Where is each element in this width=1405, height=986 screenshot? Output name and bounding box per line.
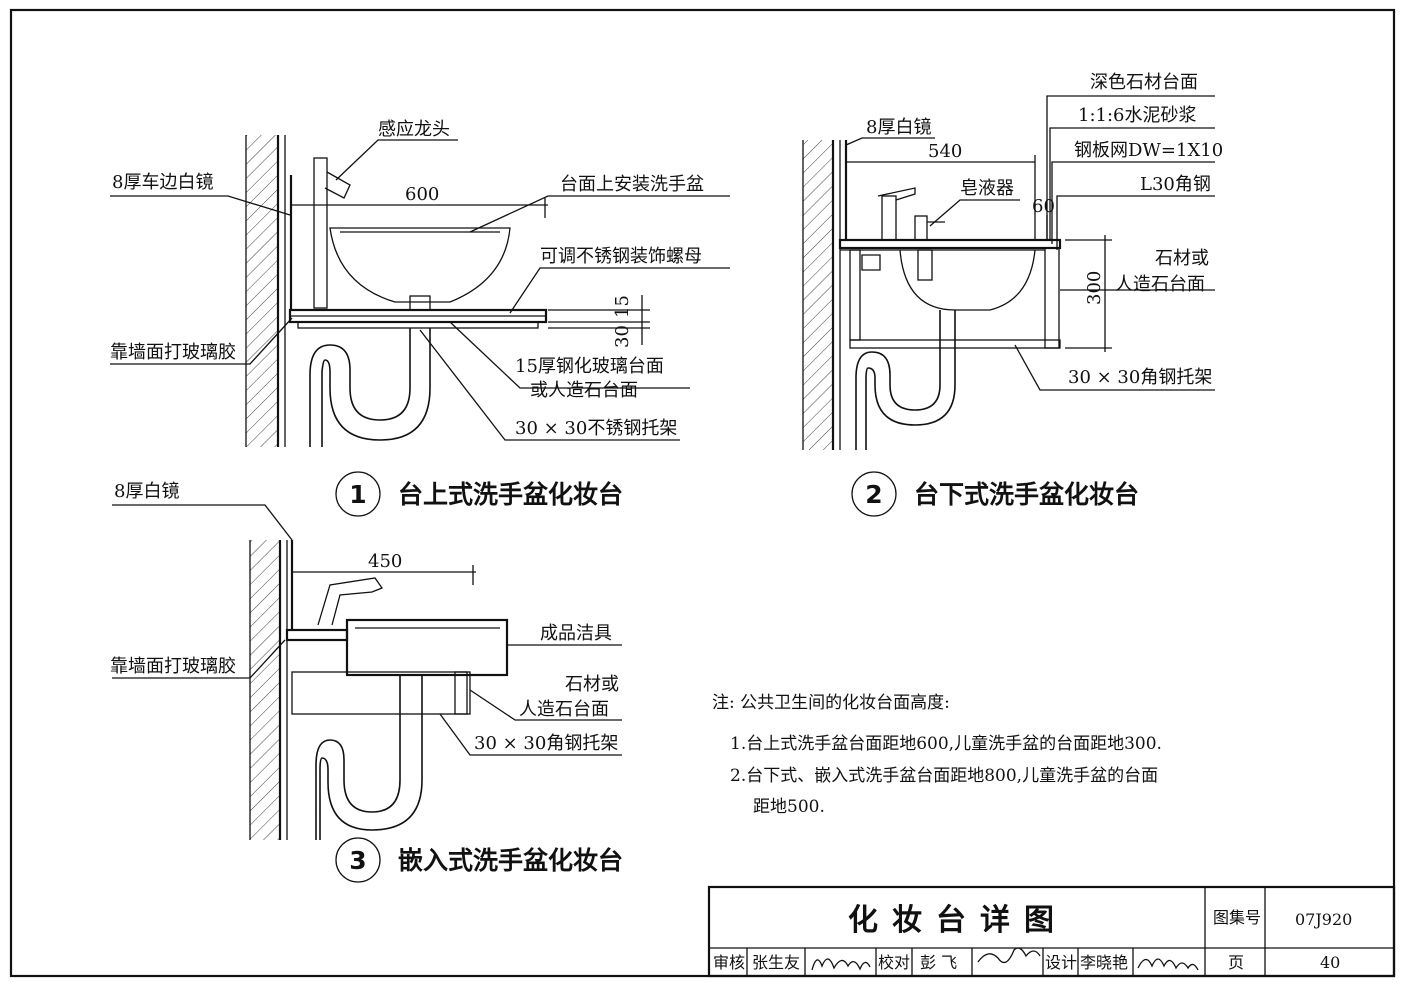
mortar-label: 1:1:6水泥砂浆	[1078, 105, 1197, 126]
glue-label: 靠墙面打玻璃胶	[110, 342, 236, 363]
detail-2	[802, 95, 1215, 450]
dim-15: 15	[612, 295, 633, 318]
faucet-1	[313, 157, 328, 309]
bracket-3	[291, 671, 468, 715]
dim-540: 540	[928, 141, 962, 162]
checker-signature	[977, 947, 1041, 964]
check-label: 校对	[878, 953, 910, 972]
design-label: 设计	[1045, 953, 1077, 972]
basin-1	[329, 227, 511, 303]
checker-name: 彭 飞	[920, 953, 957, 972]
top-label-1: 15厚钢化玻璃台面	[515, 356, 664, 377]
detail-1-circle	[335, 471, 381, 517]
counter-2	[838, 238, 1062, 250]
mirror-label: 8厚车边白镜	[112, 172, 213, 193]
stone-label-1: 石材或	[1155, 248, 1209, 269]
bracket-1	[297, 321, 539, 329]
sheet-title: 化妆台详图	[848, 903, 1068, 938]
dim-600: 600	[405, 184, 439, 205]
faucet-3	[317, 577, 384, 626]
detail-2-circle	[851, 471, 897, 517]
dim-450: 450	[368, 551, 402, 572]
stone-label-1: 石材或	[565, 674, 619, 695]
dim-60: 60	[1032, 196, 1055, 217]
stone-top-label: 深色石材台面	[1090, 72, 1198, 93]
detail-3	[112, 504, 622, 840]
designer-signature	[1137, 958, 1199, 971]
detail-1	[110, 135, 730, 447]
angle-label: L30角钢	[1140, 174, 1211, 195]
reviewer-name: 张生友	[752, 953, 800, 972]
detail-3-number: 3	[349, 846, 366, 875]
top-label-2: 或人造石台面	[530, 380, 638, 401]
page-number: 40	[1320, 953, 1340, 972]
detail-2-number: 2	[865, 480, 882, 509]
bracket-label: 30 × 30角钢托架	[474, 733, 618, 754]
designer-name: 李晓艳	[1080, 953, 1128, 972]
mesh-label: 钢板网DW=1X10	[1074, 140, 1223, 161]
bracket-label: 30 × 30不锈钢托架	[515, 418, 677, 439]
mirror-label: 8厚白镜	[114, 481, 179, 502]
stone-label-2: 人造石台面	[519, 699, 609, 720]
detail-3-circle	[335, 837, 381, 883]
dim-300: 300	[1084, 271, 1105, 305]
fixture-3	[345, 618, 509, 677]
nut-label: 可调不锈钢装饰螺母	[540, 246, 702, 267]
title-block	[707, 885, 1396, 978]
fixture-label: 成品洁具	[540, 623, 612, 644]
wall-hatch	[250, 540, 280, 840]
soap-label: 皂液器	[960, 178, 1014, 199]
faucet-label: 感应龙头	[378, 119, 450, 140]
counter-3	[285, 628, 349, 642]
notes-heading: 注: 公共卫生间的化妆台面高度:	[712, 693, 950, 713]
reviewer-signature	[811, 958, 871, 971]
basin-label: 台面上安装洗手盆	[560, 174, 704, 195]
wall-hatch	[803, 140, 833, 450]
atlas-label: 图集号	[1213, 908, 1261, 927]
detail-2-title: 台下式洗手盆化妆台	[914, 480, 1139, 509]
note-2-cont: 距地500.	[753, 797, 825, 817]
stone-label-2: 人造石台面	[1115, 274, 1205, 295]
review-label: 审核	[713, 953, 745, 972]
bracket-label: 30 × 30角钢托架	[1068, 367, 1212, 388]
note-1: 1.台上式洗手盆台面距地600,儿童洗手盆的台面距地300.	[730, 734, 1162, 754]
detail-3-title: 嵌入式洗手盆化妆台	[398, 846, 623, 875]
dim-30: 30	[612, 325, 633, 348]
page-label: 页	[1228, 953, 1244, 972]
note-2: 2.台下式、嵌入式洗手盆台面距地800,儿童洗手盆的台面	[730, 766, 1158, 786]
glue-label: 靠墙面打玻璃胶	[110, 656, 236, 677]
detail-1-number: 1	[349, 480, 366, 509]
sheet-border	[9, 8, 1396, 978]
detail-1-title: 台上式洗手盆化妆台	[398, 480, 623, 509]
atlas-number: 07J920	[1295, 910, 1352, 929]
wall-hatch	[246, 135, 278, 447]
mirror-label: 8厚白镜	[866, 117, 931, 138]
